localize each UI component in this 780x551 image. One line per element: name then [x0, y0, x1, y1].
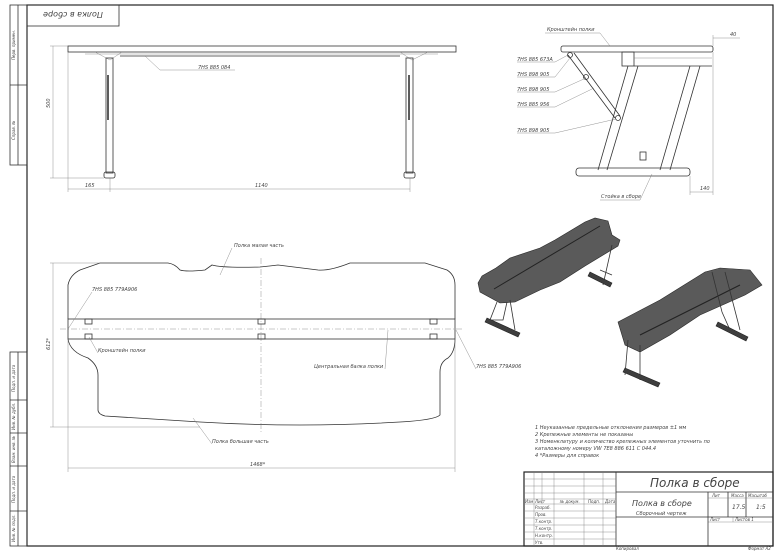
- role-label: Пров.: [535, 512, 547, 517]
- isometric-view-1: [477, 217, 621, 338]
- notes: 1 Неуказанные предельные отклонения разм…: [535, 425, 710, 459]
- upside-down-title-box: Полка в сборе: [26, 4, 120, 27]
- note-line: каталожному номеру VW 7E8 886 611 C 044.…: [535, 446, 656, 452]
- mass-value: 17.5: [732, 504, 746, 511]
- note-line: 2 Крепежные элементы не показаны: [535, 432, 633, 438]
- callout-part: 7НS 885 673A: [517, 57, 553, 63]
- role-label: Т.контр.: [535, 519, 552, 524]
- front-view: 7НS 885 084 500 165 1140: [46, 45, 457, 192]
- col-header: Дата: [604, 499, 616, 504]
- dim-top: 40: [730, 32, 736, 38]
- dim-width: 1468*: [250, 462, 266, 468]
- main-title: Полка в сборе: [650, 476, 740, 490]
- drawing-name: Полка в сборе: [632, 499, 692, 508]
- callout-bracket: Кронштейн полки: [547, 27, 595, 33]
- footer-format: Формат A2: [748, 546, 771, 551]
- upside-title: Полка в сборе: [43, 10, 103, 19]
- strip-label: Справ. №: [11, 121, 16, 140]
- title-block: Изм Лист № докум. Подп. Дата Разраб. Про…: [523, 471, 774, 547]
- note-line: 3 Номенклатуру и количество крепежных эл…: [535, 439, 710, 445]
- label-bracket: Кронштейн полки: [98, 348, 146, 354]
- plan-view: Полка малая часть 7НS 885 779A906 Кроншт…: [46, 243, 521, 472]
- sheets-label: Листов 1: [734, 517, 754, 522]
- callout-stand: Стойка в сборе: [601, 194, 641, 200]
- strip-label: Подп. и дата: [11, 475, 16, 503]
- dim-span: 1140: [255, 183, 268, 189]
- role-label: Утв.: [535, 540, 543, 545]
- callout-right: 7НS 885 779A906: [476, 364, 521, 370]
- role-label: Н.контр.: [535, 533, 553, 538]
- strip-label: Перв. примен.: [11, 30, 16, 60]
- strip-label: Инв. № дубл.: [11, 403, 16, 430]
- callout-part: 7НS 885 956: [517, 102, 549, 108]
- callout-part: 7НS 898 905: [517, 72, 549, 78]
- dim-left: 165: [85, 183, 95, 189]
- label-small-part: Полка малая часть: [234, 243, 284, 249]
- footer-copied: Копировал: [616, 546, 639, 551]
- mass-label: Масса: [731, 493, 744, 498]
- scale-label: Масштаб: [748, 493, 768, 498]
- scale-value: 1:5: [756, 504, 766, 511]
- note-line: 4 *Размеры для справок: [535, 453, 599, 459]
- label-center-beam: Центральная балка полки: [314, 364, 384, 370]
- callout-front: 7НS 885 084: [198, 65, 230, 71]
- col-header: Изм: [525, 499, 533, 504]
- sheet-frame: [26, 4, 774, 547]
- col-header: № докум.: [559, 499, 580, 504]
- note-line: 1 Неуказанные предельные отклонения разм…: [535, 425, 687, 431]
- strip-label: Взам. инв. №: [11, 436, 16, 463]
- left-strip-bottom: Подп. и дата Инв. № дубл. Взам. инв. № П…: [9, 351, 28, 547]
- callout-part: 7НS 898 905: [517, 128, 549, 134]
- lit-label: Лит: [711, 493, 721, 498]
- callout-left: 7НS 885 779A906: [92, 287, 137, 293]
- col-header: Подп.: [588, 499, 600, 504]
- sheet-label: Лист: [709, 517, 721, 522]
- doc-type: Сборочный чертеж: [636, 511, 687, 517]
- col-header: Лист: [534, 499, 546, 504]
- dim-bottom: 140: [700, 186, 710, 192]
- side-view: Кронштейн полки 7НS 885 673A 7НS 898 905…: [517, 27, 740, 201]
- left-strip-top: Перв. примен. Справ. №: [9, 4, 28, 166]
- role-label: Разраб.: [535, 505, 551, 510]
- dim-height: 500: [46, 98, 52, 108]
- strip-label: Подп. и дата: [11, 364, 16, 392]
- label-large-part: Полка большая часть: [212, 439, 269, 445]
- role-label: Т.контр.: [535, 526, 552, 531]
- strip-label: Инв. № подл.: [11, 514, 16, 542]
- dim-depth: 612*: [46, 337, 52, 350]
- isometric-view-2: [617, 267, 763, 388]
- callout-part: 7НS 898 905: [517, 87, 549, 93]
